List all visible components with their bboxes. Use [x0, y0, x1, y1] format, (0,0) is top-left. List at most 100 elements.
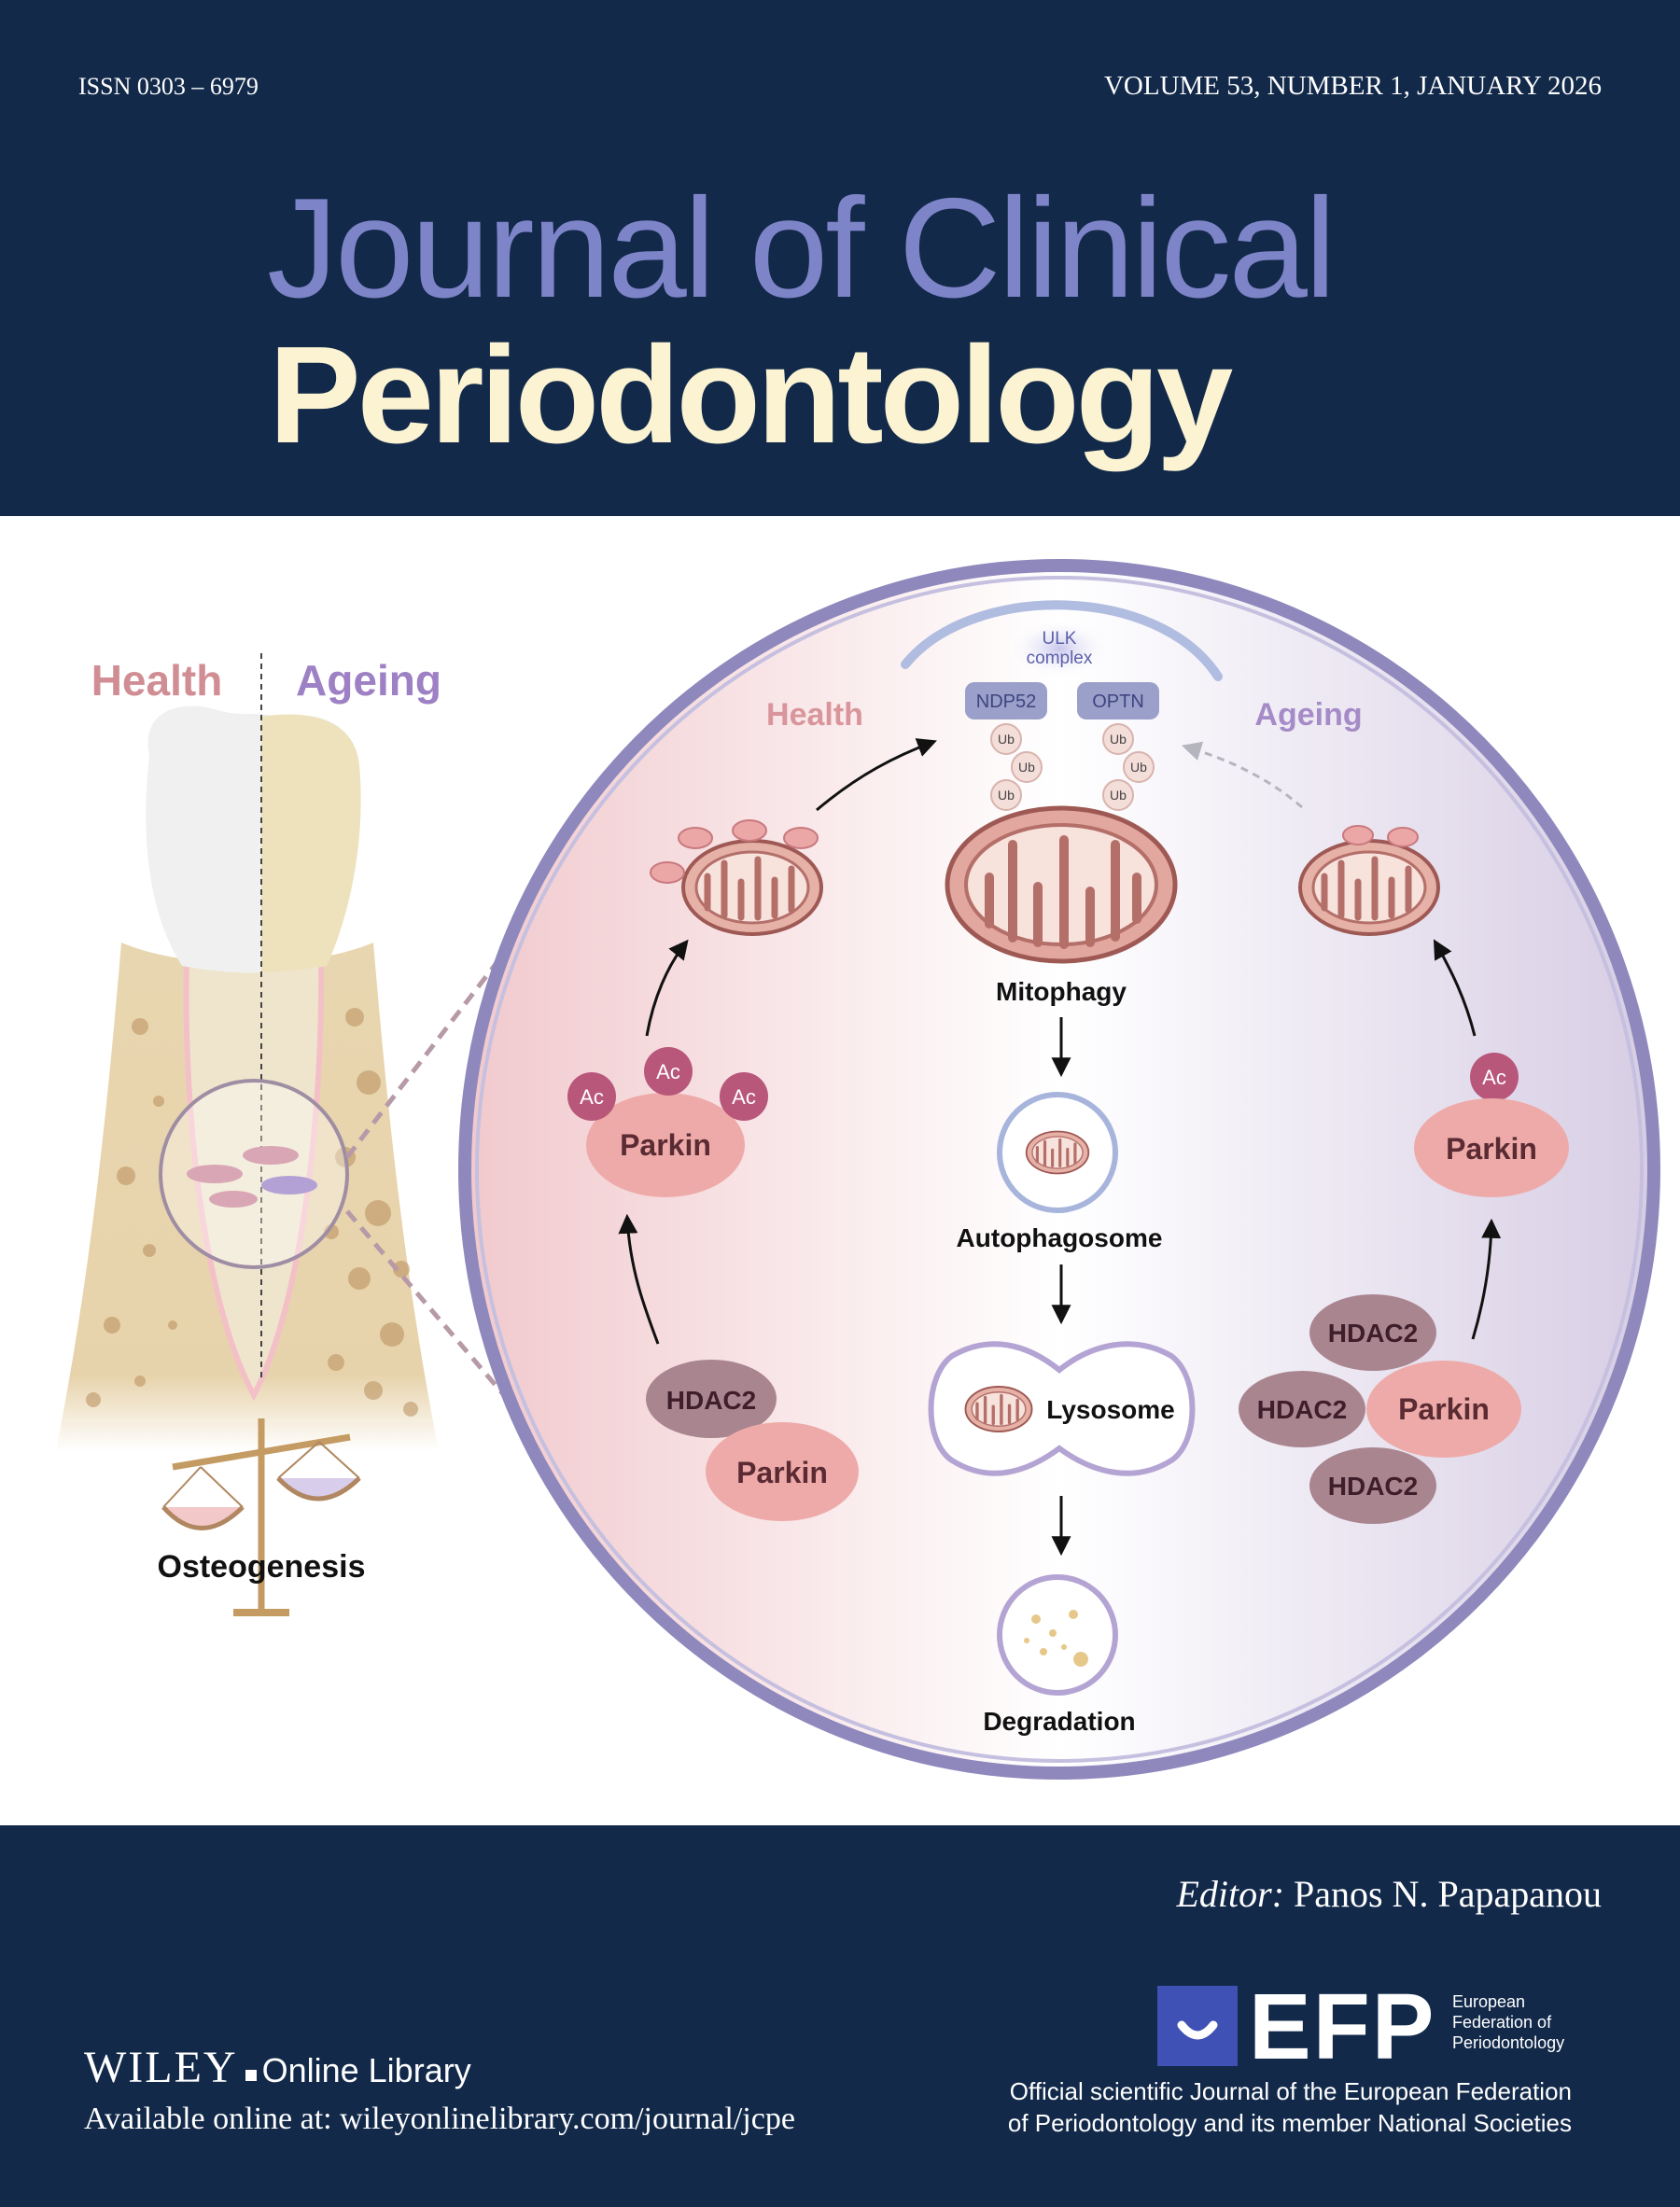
efp-line: European — [1452, 1992, 1526, 2011]
online-library-text: Online Library — [261, 2051, 471, 2089]
editor-name: Panos N. Papapanou — [1294, 1873, 1602, 1915]
mitophagy-figure: Health Ageing — [56, 559, 1660, 1780]
lysosome-label: Lysosome — [1046, 1395, 1174, 1424]
wiley-square-icon — [245, 2069, 257, 2081]
autophagosome-mito — [1025, 1129, 1090, 1176]
degradation-label: Degradation — [983, 1707, 1135, 1736]
ageing-parkin-acetylated — [1414, 1098, 1569, 1197]
ulk-complex-glow — [1008, 619, 1111, 678]
degradation-vesicle — [997, 1574, 1118, 1696]
ac-group — [644, 1047, 693, 1096]
efp-logo: EFP European Federation of Periodontolog… — [1157, 1980, 1577, 2079]
ac-label: Ac — [732, 1085, 756, 1109]
health-label: Health — [766, 697, 863, 733]
availability-url: Available online at: wileyonlinelibrary.… — [84, 2102, 795, 2136]
lysosome-mito — [963, 1385, 1034, 1433]
ageing-hdac2 — [1239, 1371, 1365, 1447]
health-arrow-to-parkin — [618, 1213, 660, 1345]
parkin-label: Parkin — [620, 1128, 711, 1162]
health-pathway: Parkin Ac Ac Ac HDAC2 Parkin — [567, 738, 937, 1521]
tooth-health-label: Health — [91, 656, 223, 705]
health-arrow-to-receptors — [816, 738, 937, 812]
tooth-root — [183, 958, 325, 1402]
wiley-wordmark: WILEY — [84, 2043, 238, 2092]
parkin-label: Parkin — [736, 1456, 828, 1489]
ulk-label: ULK — [1043, 629, 1077, 649]
bone-pores — [86, 1008, 418, 1417]
aged-crown — [261, 714, 361, 972]
ub-label: Ub — [1110, 788, 1127, 803]
central-mitochondrion — [945, 805, 1178, 964]
volume-issue-date: VOLUME 53, NUMBER 1, JANUARY 2026 — [1103, 71, 1602, 101]
osteogenesis-label: Osteogenesis — [158, 1549, 366, 1585]
ndp52-label: NDP52 — [976, 691, 1036, 712]
ac-label: Ac — [580, 1085, 604, 1109]
ageing-mitochondrion — [1300, 841, 1438, 934]
zoom-connector-top — [345, 945, 511, 1159]
lysosome — [928, 1341, 1196, 1476]
parkin-label: Parkin — [1398, 1392, 1490, 1426]
ub-label: Ub — [998, 732, 1015, 747]
efp-line: Periodontology — [1452, 2033, 1565, 2052]
journal-title-line-1: Journal of Clinical — [267, 169, 1337, 328]
health-arrow-up — [645, 939, 689, 1037]
tooth-ageing-label: Ageing — [296, 656, 441, 705]
cover-header: ISSN 0303 – 6979 VOLUME 53, NUMBER 1, JA… — [0, 0, 1680, 516]
ac-group — [567, 1072, 616, 1121]
ageing-arrow-up — [1433, 939, 1477, 1037]
cells — [187, 1146, 317, 1208]
ub-label: Ub — [1130, 760, 1147, 775]
ageing-pathway: Ac Parkin HDAC2 HDAC2 HDAC2 Parkin — [1181, 741, 1569, 1524]
health-mitochondrion — [683, 841, 821, 934]
tooth-section: Health Ageing — [56, 653, 511, 1616]
ub-label: Ub — [1110, 732, 1127, 747]
hdac2-label: HDAC2 — [1328, 1472, 1418, 1501]
cover-illustration: Health Ageing — [0, 516, 1680, 1825]
ac-label: Ac — [656, 1060, 680, 1083]
cover-footer: Editor:Panos N. Papapanou WILEY Online Li… — [0, 1825, 1680, 2207]
wiley-online-library-logo: WILEY Online Library — [84, 2042, 471, 2093]
balance-scale — [161, 1418, 361, 1616]
official-line-1: Official scientific Journal of the Europ… — [1009, 2077, 1572, 2105]
hdac2-label: HDAC2 — [1328, 1319, 1418, 1348]
health-parkin — [706, 1422, 859, 1521]
efp-smile-icon — [1157, 1986, 1238, 2066]
zoom-circle — [159, 1079, 349, 1269]
parkin-label: Parkin — [1446, 1132, 1537, 1166]
circle-inner-ring — [475, 576, 1644, 1763]
hdac2-label: HDAC2 — [1257, 1395, 1347, 1424]
ageing-label: Ageing — [1254, 697, 1362, 733]
phagophore-membrane — [901, 600, 1223, 681]
debris — [1024, 1610, 1088, 1667]
efp-wordmark: EFP — [1249, 1975, 1436, 2079]
official-line-2: of Periodontology and its member Nationa… — [1007, 2109, 1572, 2137]
ac-group — [1470, 1053, 1519, 1101]
mitophagy-label: Mitophagy — [996, 977, 1127, 1006]
optn-label: OPTN — [1092, 691, 1144, 712]
health-hdac2 — [646, 1360, 777, 1438]
issn-number: ISSN 0303 – 6979 — [78, 73, 259, 100]
ubiquitin-chains — [990, 723, 1155, 811]
autophagosome-label: Autophagosome — [957, 1223, 1163, 1252]
ndp52-receptor — [965, 682, 1047, 719]
efp-line: Federation of — [1452, 2013, 1552, 2032]
ageing-hdac2 — [1309, 1294, 1436, 1371]
optn-receptor — [1077, 682, 1159, 719]
health-parkin-acetylated — [586, 1093, 745, 1197]
ageing-arrow-dashed — [1181, 741, 1303, 809]
efp-full-name: European Federation of Periodontology — [1452, 1991, 1583, 2053]
editor-label: Editor: — [1176, 1873, 1285, 1915]
editor-credit: Editor:Panos N. Papapanou — [1176, 1872, 1602, 1916]
ageing-parkin-dots — [1342, 825, 1419, 847]
ac-group — [720, 1072, 768, 1121]
zoom-connector-bottom — [345, 1209, 506, 1397]
official-journal-statement: Official scientific Journal of the Europ… — [918, 2075, 1572, 2139]
journal-title-line-2: Periodontology — [269, 318, 1233, 472]
ac-label: Ac — [1482, 1066, 1506, 1089]
ub-label: Ub — [1018, 760, 1035, 775]
complex-label: complex — [1027, 649, 1093, 668]
hdac2-label: HDAC2 — [666, 1386, 756, 1415]
health-parkin-dots — [650, 819, 819, 884]
ageing-arrow-to-parkin — [1471, 1218, 1502, 1340]
ageing-hdac2 — [1309, 1447, 1436, 1524]
